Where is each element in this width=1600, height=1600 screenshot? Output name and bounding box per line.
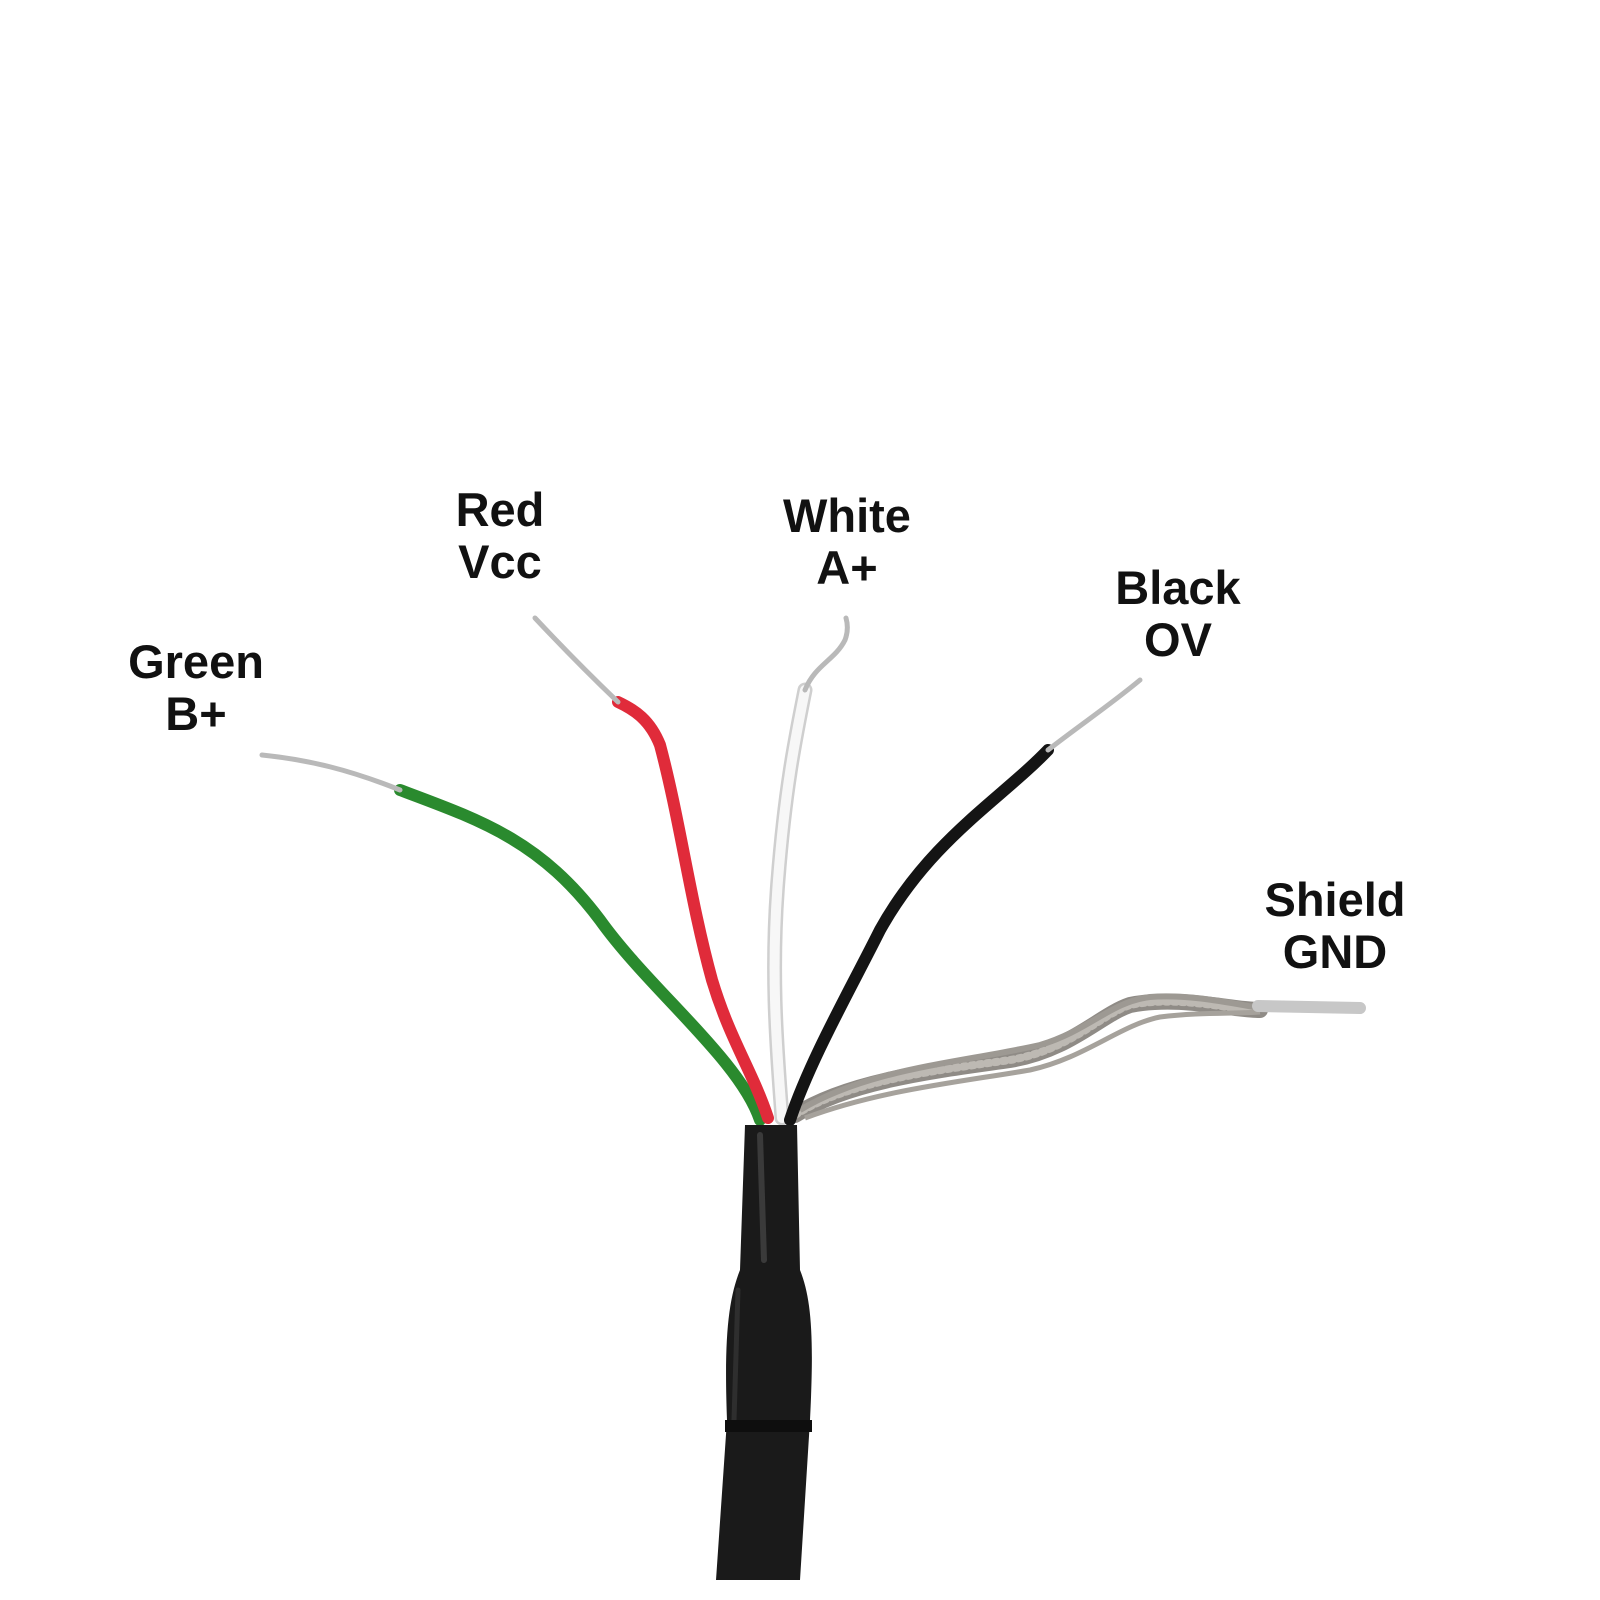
label-white-color: White — [783, 489, 911, 542]
label-red-signal: Vcc — [458, 535, 542, 588]
label-white: White A+ — [717, 490, 977, 594]
label-red-color: Red — [455, 483, 545, 536]
shield-braid — [787, 993, 1366, 1123]
red-wire — [532, 615, 774, 1124]
shield-conductor — [1252, 1000, 1366, 1014]
label-shield-color: Shield — [1264, 873, 1406, 926]
green-conductor — [259, 752, 403, 793]
black-wire — [784, 677, 1143, 1126]
red-conductor — [532, 615, 621, 705]
label-shield: Shield GND — [1205, 874, 1465, 978]
label-black-color: Black — [1115, 561, 1241, 614]
label-green-color: Green — [128, 635, 264, 688]
label-black-signal: OV — [1144, 613, 1212, 666]
label-shield-signal: GND — [1282, 925, 1388, 978]
cable-jacket — [716, 1125, 812, 1580]
label-white-signal: A+ — [816, 541, 878, 594]
white-wire — [767, 615, 850, 1126]
heatshrink-edge — [725, 1420, 812, 1432]
black-conductor — [1045, 677, 1143, 753]
label-red: Red Vcc — [370, 484, 630, 588]
white-conductor — [802, 615, 850, 693]
label-green-signal: B+ — [165, 687, 227, 740]
green-wire — [259, 752, 766, 1126]
label-black: Black OV — [1048, 562, 1308, 666]
label-green: Green B+ — [66, 636, 326, 740]
